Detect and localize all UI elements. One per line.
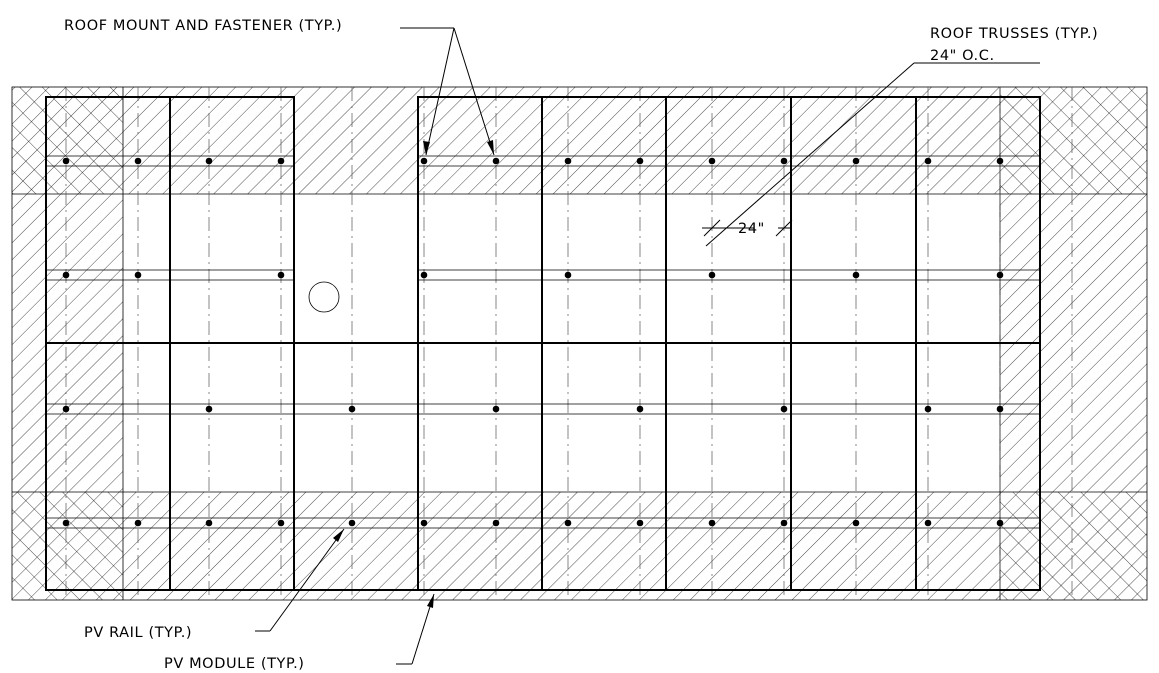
label-roof-mount: ROOF MOUNT AND FASTENER (TYP.) [64, 18, 342, 34]
label-roof-trusses: ROOF TRUSSES (TYP.) [930, 26, 1098, 42]
roof-vent-circle [308, 281, 340, 313]
roof-trusses [65, 87, 1073, 600]
leader-roof-trusses: ROOF TRUSSES (TYP.) 24" O.C. [705, 26, 1098, 247]
label-truss-spacing: 24" O.C. [930, 48, 995, 64]
label-pv-module: PV MODULE (TYP.) [164, 656, 305, 672]
label-pv-rail: PV RAIL (TYP.) [84, 625, 192, 641]
pv-modules [45, 96, 1041, 591]
roof-mounts [62, 157, 1004, 527]
leader-roof-mount: ROOF MOUNT AND FASTENER (TYP.) [64, 18, 495, 156]
setback-hatch-zones [12, 87, 1147, 600]
leader-pv-rail: PV RAIL (TYP.) [84, 528, 345, 641]
dimension-24in: 24" [702, 219, 793, 237]
dimension-label: 24" [738, 221, 765, 237]
leader-pv-module: PV MODULE (TYP.) [164, 593, 435, 672]
